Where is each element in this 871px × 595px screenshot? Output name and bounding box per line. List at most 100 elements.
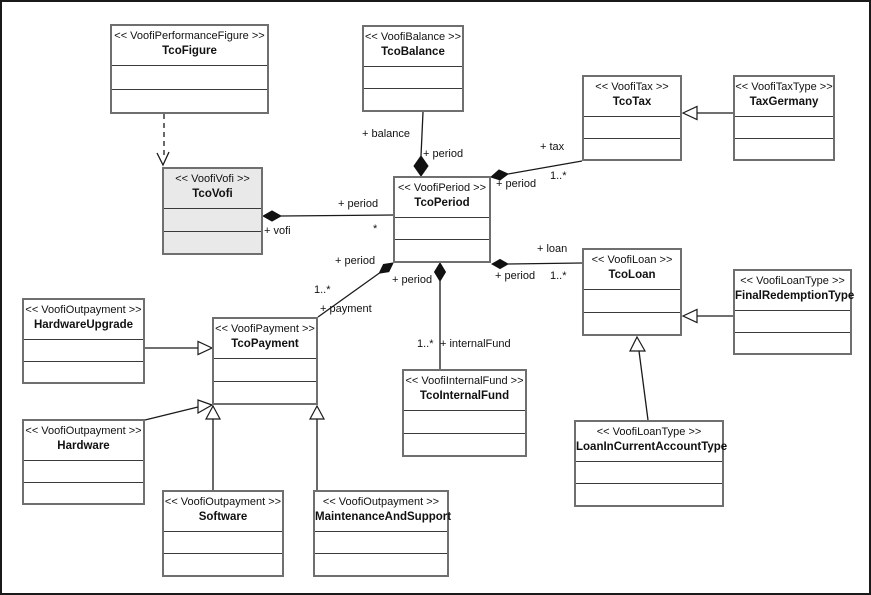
class-maintenance-and-support[interactable]: << VoofiOutpayment >> MaintenanceAndSuppo… (313, 490, 452, 577)
stereotype-label: << VoofiBalance >> (364, 31, 462, 43)
attributes-compartment (112, 65, 267, 89)
class-tco-balance[interactable]: << VoofiBalance >> TcoBalance (362, 25, 464, 112)
class-header: << VoofiPerformanceFigure >> TcoFigure (112, 26, 267, 65)
stereotype-label: << VoofiOutpayment >> (164, 496, 282, 508)
class-final-redemption-type[interactable]: << VoofiLoanType >> FinalRedemptionType (733, 269, 855, 355)
stereotype-label: << VoofiOutpayment >> (25, 425, 142, 437)
operations-compartment (404, 432, 525, 456)
stereotype-label: << VoofiPayment >> (215, 323, 315, 335)
composition-tcoperiod-tcopayment (317, 262, 394, 318)
edge-label: 1..* (314, 284, 331, 296)
composition-tcoperiod-tcoloan (490, 258, 583, 270)
stereotype-label: << VoofiVofi >> (175, 173, 250, 185)
class-header: << VoofiLoan >> TcoLoan (584, 250, 680, 289)
class-tco-vofi[interactable]: << VoofiVofi >> TcoVofi (162, 167, 263, 255)
class-header: << VoofiOutpayment >> MaintenanceAndSuppo… (315, 492, 452, 531)
edge-label: + balance (362, 128, 411, 140)
attributes-compartment (395, 217, 489, 239)
stereotype-label: << VoofiTaxType >> (735, 81, 833, 93)
stereotype-label: << VoofiLoanType >> (596, 426, 702, 438)
stereotype-label: << VoofiPerformanceFigure >> (114, 30, 265, 42)
composition-tcoperiod-tcotax (490, 160, 583, 181)
edge-label: 1..* (550, 170, 567, 182)
edge-label: + loan (537, 243, 568, 255)
class-tco-period[interactable]: << VoofiPeriod >>TcoPeriod (393, 176, 491, 263)
class-name: HardwareUpgrade (33, 319, 134, 331)
stereotype-label: << VoofiInternalFund >> (405, 375, 524, 387)
edge-label: + internalFund (440, 338, 511, 350)
operations-compartment (164, 553, 282, 575)
operations-compartment (164, 230, 261, 254)
class-tco-figure[interactable]: << VoofiPerformanceFigure >> TcoFigure (110, 24, 269, 114)
class-tax-germany[interactable]: << VoofiTaxType >> TaxGermany (733, 75, 835, 161)
class-header: << VoofiOutpayment >> Hardware (24, 421, 143, 460)
class-header: << VoofiBalance >> TcoBalance (364, 27, 462, 66)
composition-tcoperiod-tcobalance (413, 111, 429, 177)
stereotype-label: << VoofiOutpayment >> (322, 496, 440, 508)
operations-compartment (735, 331, 850, 354)
class-name: TcoVofi (192, 188, 233, 200)
class-header: << VoofiTax >>TcoTax (584, 77, 680, 116)
generalization-hardwareupgrade-tcopayment (145, 340, 214, 356)
generalization-software-tcopayment (204, 404, 222, 490)
class-tco-payment[interactable]: << VoofiPayment >> TcoPayment (212, 317, 318, 405)
class-name: TcoBalance (381, 46, 445, 58)
class-header: << VoofiVofi >> TcoVofi (164, 169, 261, 208)
edge-label: + payment (320, 303, 372, 315)
attributes-compartment (164, 208, 261, 231)
attributes-compartment (315, 531, 447, 553)
class-name: Hardware (57, 440, 110, 452)
attributes-compartment (584, 289, 680, 312)
stereotype-label: << VoofiPeriod >> (397, 182, 487, 194)
edge-label: 1..* (417, 338, 434, 350)
class-header: << VoofiPeriod >>TcoPeriod (395, 178, 489, 217)
class-header: << VoofiLoanType >> FinalRedemptionType (735, 271, 855, 310)
generalization-taxgermany-tcotax (681, 105, 733, 121)
edge-label: + period (423, 148, 464, 160)
edge-label: + period (338, 198, 379, 210)
attributes-compartment (735, 116, 833, 138)
class-name: TaxGermany (749, 96, 819, 108)
operations-compartment (584, 137, 680, 160)
edge-label: + tax (540, 141, 565, 153)
class-header: << VoofiLoanType >>LoanInCurrentAccountT… (576, 422, 727, 461)
class-hardware-upgrade[interactable]: << VoofiOutpayment >>HardwareUpgrade (22, 298, 145, 384)
class-header: << VoofiOutpayment >> Software (164, 492, 282, 531)
attributes-compartment (404, 410, 525, 433)
attributes-compartment (214, 358, 316, 381)
class-tco-loan[interactable]: << VoofiLoan >> TcoLoan (582, 248, 682, 336)
class-header: << VoofiOutpayment >>HardwareUpgrade (24, 300, 143, 339)
operations-compartment (24, 360, 143, 383)
generalization-loanincurrentaccounttype-tcoloan (629, 335, 649, 421)
class-loan-in-current-account-type[interactable]: << VoofiLoanType >>LoanInCurrentAccountT… (574, 420, 727, 507)
class-name: Software (198, 511, 248, 523)
class-name: TcoFigure (162, 45, 217, 57)
dependency-tcofigure-tcovofi (156, 114, 170, 167)
generalization-maintenanceandsupport-tcopayment (308, 404, 326, 490)
class-tco-internal-fund[interactable]: << VoofiInternalFund >>TcoInternalFund (402, 369, 527, 457)
class-hardware[interactable]: << VoofiOutpayment >> Hardware (22, 419, 145, 505)
class-software[interactable]: << VoofiOutpayment >> Software (162, 490, 284, 577)
stereotype-label: << VoofiLoan >> (591, 254, 673, 266)
class-name: MaintenanceAndSupport (315, 511, 452, 523)
operations-compartment (735, 137, 833, 160)
operations-compartment (315, 553, 447, 575)
operations-compartment (576, 483, 722, 505)
edge-label: + period (496, 178, 537, 190)
attributes-compartment (24, 460, 143, 482)
edge-label: 1..* (550, 270, 567, 282)
class-name: TcoTax (612, 96, 652, 108)
stereotype-label: << VoofiLoanType >> (740, 275, 845, 287)
class-tco-tax[interactable]: << VoofiTax >>TcoTax (582, 75, 682, 161)
composition-tcovofi-tcoperiod (261, 210, 394, 222)
operations-compartment (24, 481, 143, 504)
class-name: FinalRedemptionType (735, 290, 855, 302)
class-name: TcoPayment (231, 338, 299, 350)
edge-label: + period (495, 270, 536, 282)
class-name: TcoLoan (608, 269, 656, 281)
class-header: << VoofiInternalFund >>TcoInternalFund (404, 371, 525, 410)
attributes-compartment (576, 461, 722, 483)
edge-label: + period (392, 274, 433, 286)
operations-compartment (364, 88, 462, 110)
